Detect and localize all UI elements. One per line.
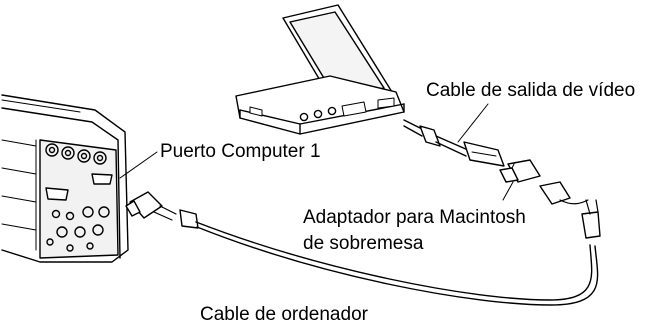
leader-computer-port [119, 151, 158, 179]
leader-video-cable [457, 103, 489, 143]
mac-adapter-label-line1: Adaptador para Macintosh [303, 207, 526, 228]
computer-port-label: Puerto Computer 1 [160, 141, 321, 162]
video-output-cable-label: Cable de salida de vídeo [426, 80, 636, 101]
video-output-cable [403, 119, 505, 167]
laptop-computer [235, 4, 405, 135]
computer-1-port [45, 173, 113, 201]
mac-adapter-label-line2: de sobremesa [303, 233, 424, 254]
projector-audio-jacks [45, 143, 107, 165]
computer-cable [125, 181, 601, 306]
leader-adapter [502, 181, 514, 201]
projector [1, 94, 129, 263]
computer-cable-label: Cable de ordenador [200, 304, 368, 325]
macintosh-adapter [499, 159, 541, 183]
